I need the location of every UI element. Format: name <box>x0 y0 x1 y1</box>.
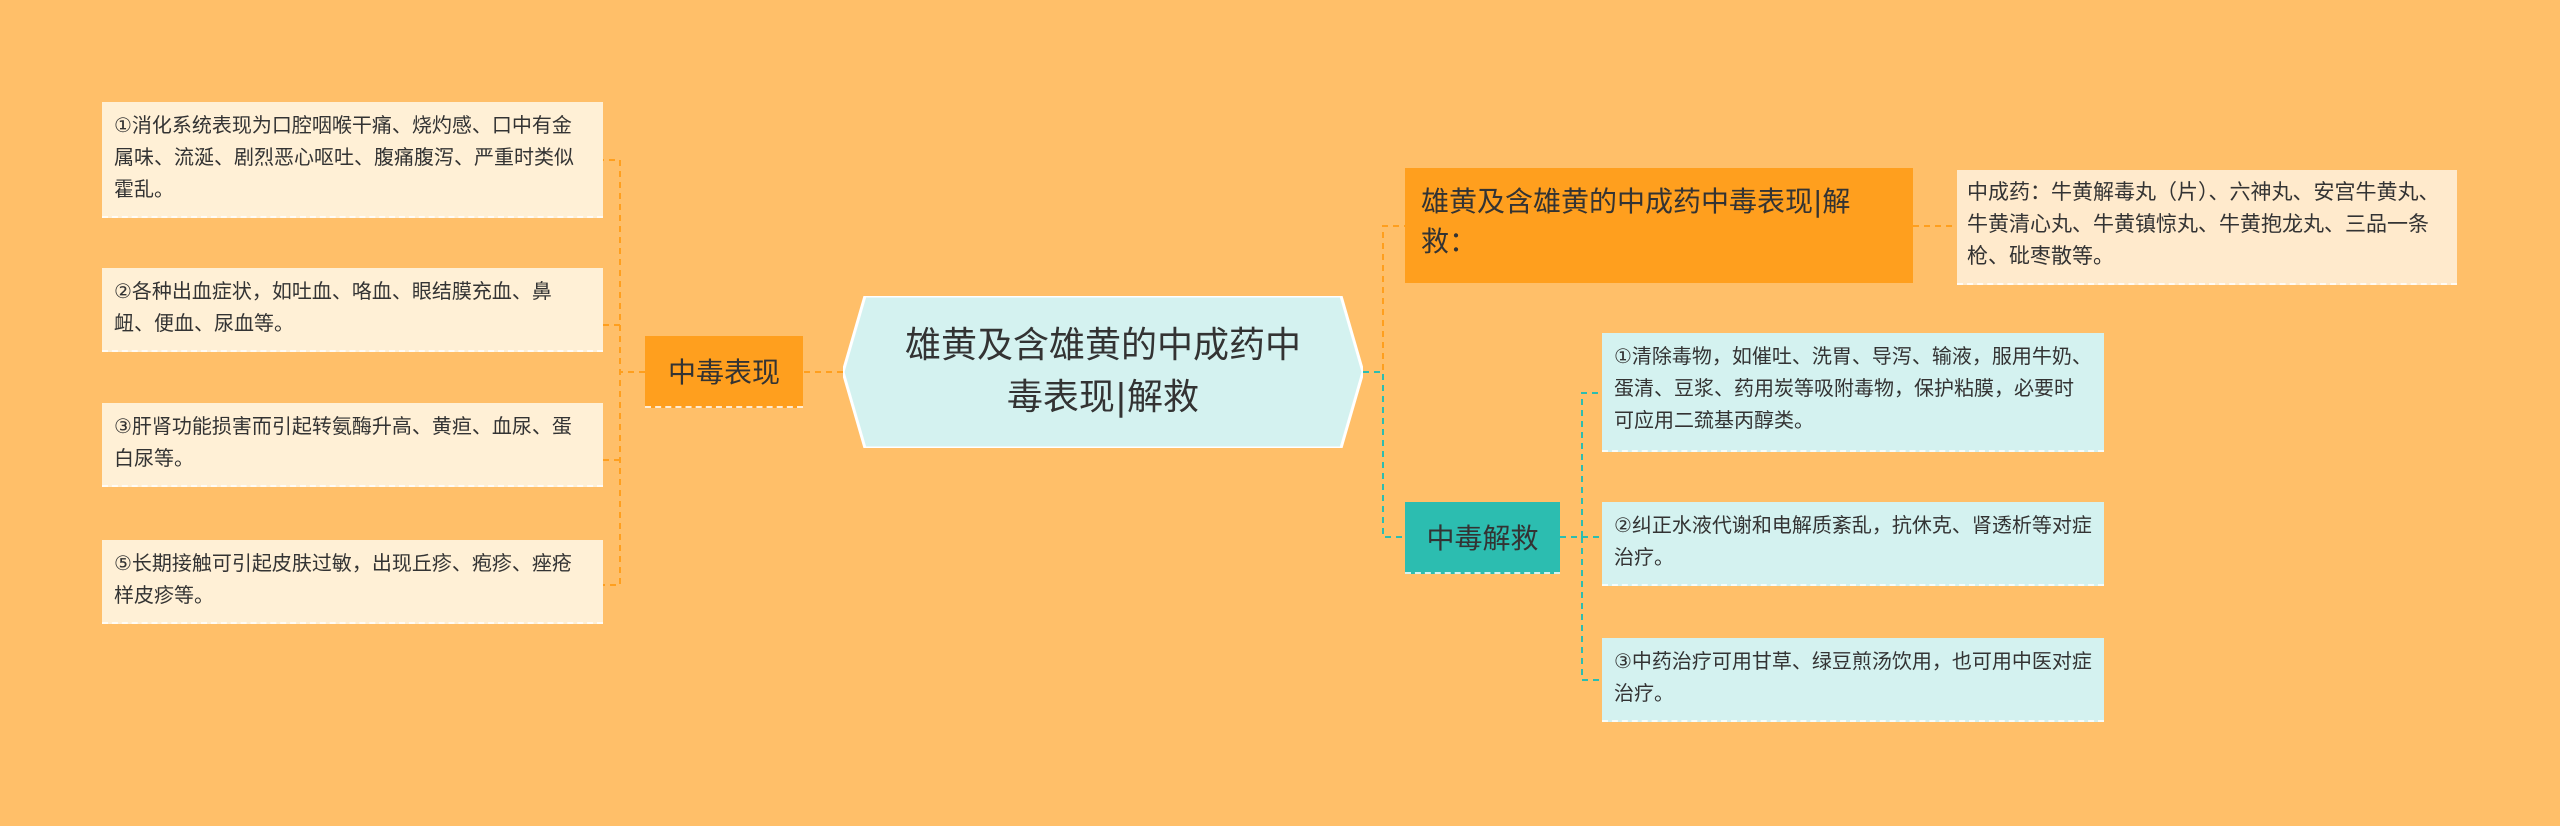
rescue-item-3[interactable]: ③中药治疗可用甘草、绿豆煎汤饮用，也可用中医对症治疗。 <box>1602 638 2104 722</box>
right-bottom-connectors <box>1363 371 1602 681</box>
symptom-item-4-text: ⑤长期接触可引起皮肤过敏，出现丘疹、疱疹、痤疮样皮疹等。 <box>114 551 572 607</box>
related-medicines-detail-text: 中成药：牛黄解毒丸（片）、六神丸、安宫牛黄丸、牛黄清心丸、牛黄镇惊丸、牛黄抱龙丸… <box>1967 180 2440 268</box>
right-top-connectors <box>1363 225 1957 373</box>
symptom-item-4[interactable]: ⑤长期接触可引起皮肤过敏，出现丘疹、疱疹、痤疮样皮疹等。 <box>102 540 603 624</box>
symptom-item-3-text: ③肝肾功能损害而引起转氨酶升高、黄疸、血尿、蛋白尿等。 <box>114 414 572 470</box>
rescue-item-2[interactable]: ②纠正水液代谢和电解质紊乱，抗休克、肾透析等对症治疗。 <box>1602 502 2104 586</box>
rescue-item-3-text: ③中药治疗可用甘草、绿豆煎汤饮用，也可用中医对症治疗。 <box>1614 649 2092 705</box>
root-title: 雄黄及含雄黄的中成药中毒表现|解救 <box>904 325 1301 418</box>
rescue-item-1-text: ①清除毒物，如催吐、洗胃、导泻、输液，服用牛奶、蛋清、豆浆、药用炭等吸附毒物，保… <box>1614 344 2092 432</box>
root-topic[interactable]: 雄黄及含雄黄的中成药中毒表现|解救 <box>843 296 1363 448</box>
branch-poisoning-symptoms[interactable]: 中毒表现 <box>645 336 803 408</box>
root-hexagon-shape <box>843 296 1363 448</box>
branch-poisoning-rescue-label: 中毒解救 <box>1426 522 1539 555</box>
rescue-item-2-text: ②纠正水液代谢和电解质紊乱，抗休克、肾透析等对症治疗。 <box>1614 513 2092 569</box>
related-medicines-detail[interactable]: 中成药：牛黄解毒丸（片）、六神丸、安宫牛黄丸、牛黄清心丸、牛黄镇惊丸、牛黄抱龙丸… <box>1957 170 2457 285</box>
left-connectors <box>603 159 843 586</box>
symptom-item-3[interactable]: ③肝肾功能损害而引起转氨酶升高、黄疸、血尿、蛋白尿等。 <box>102 403 603 487</box>
branch-related-medicines[interactable]: 雄黄及含雄黄的中成药中毒表现|解救： <box>1405 168 1913 283</box>
rescue-item-1[interactable]: ①清除毒物，如催吐、洗胃、导泻、输液，服用牛奶、蛋清、豆浆、药用炭等吸附毒物，保… <box>1602 333 2104 452</box>
symptom-item-2-text: ②各种出血症状，如吐血、咯血、眼结膜充血、鼻衄、便血、尿血等。 <box>114 279 552 335</box>
branch-related-medicines-label: 雄黄及含雄黄的中成药中毒表现|解救： <box>1421 185 1851 258</box>
symptom-item-1-text: ①消化系统表现为口腔咽喉干痛、烧灼感、口中有金属味、流涎、剧烈恶心呕吐、腹痛腹泻… <box>114 113 574 201</box>
symptom-item-2[interactable]: ②各种出血症状，如吐血、咯血、眼结膜充血、鼻衄、便血、尿血等。 <box>102 268 603 352</box>
branch-poisoning-symptoms-label: 中毒表现 <box>667 356 780 389</box>
branch-poisoning-rescue[interactable]: 中毒解救 <box>1405 502 1560 574</box>
symptom-item-1[interactable]: ①消化系统表现为口腔咽喉干痛、烧灼感、口中有金属味、流涎、剧烈恶心呕吐、腹痛腹泻… <box>102 102 603 218</box>
